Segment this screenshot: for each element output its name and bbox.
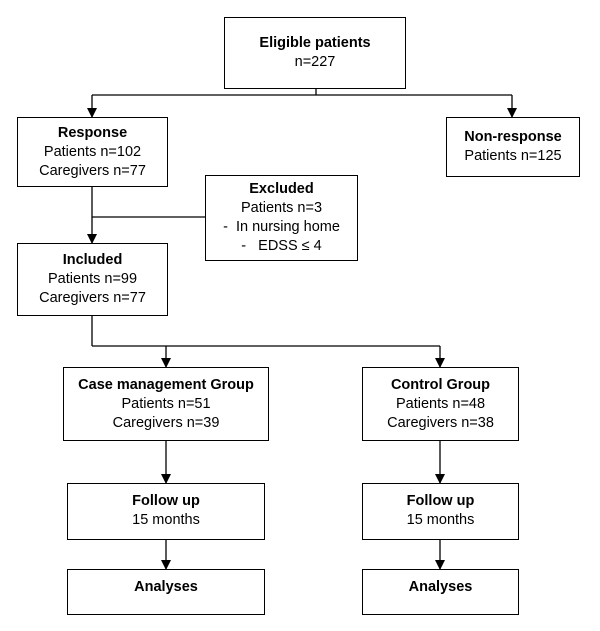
case-management-group-box: Case management Group Patients n=51 Care… — [63, 367, 269, 441]
non-response-title: Non-response — [464, 129, 562, 145]
followup-control-title: Follow up — [406, 493, 475, 509]
excluded-reason-edss: - EDSS ≤ 4 — [241, 238, 322, 254]
analyses-case-box: Analyses — [67, 569, 265, 615]
followup-control-box: Follow up 15 months — [362, 483, 519, 540]
followup-control-duration: 15 months — [406, 512, 475, 528]
included-caregivers: Caregivers n=77 — [39, 290, 146, 306]
analyses-control-box: Analyses — [362, 569, 519, 615]
analyses-control-title: Analyses — [408, 579, 473, 595]
followup-case-title: Follow up — [132, 493, 200, 509]
eligible-patients-count: n=227 — [294, 54, 336, 70]
included-title: Included — [62, 252, 123, 268]
included-box: Included Patients n=99 Caregivers n=77 — [17, 243, 168, 316]
followup-case-duration: 15 months — [132, 512, 200, 528]
analyses-case-title: Analyses — [134, 579, 198, 595]
control-title: Control Group — [390, 376, 491, 393]
eligible-patients-box: Eligible patients n=227 — [224, 17, 406, 89]
response-box: Response Patients n=102 Caregivers n=77 — [17, 117, 168, 187]
included-patients: Patients n=99 — [47, 271, 138, 287]
excluded-box: Excluded Patients n=3 - In nursing home … — [205, 175, 358, 261]
excluded-patients: Patients n=3 — [240, 200, 323, 216]
followup-case-box: Follow up 15 months — [67, 483, 265, 540]
response-title: Response — [57, 124, 128, 141]
case-management-title: Case management Group — [78, 376, 254, 393]
control-group-box: Control Group Patients n=48 Caregivers n… — [362, 367, 519, 441]
control-caregivers: Caregivers n=38 — [387, 414, 494, 431]
case-management-patients: Patients n=51 — [121, 395, 211, 412]
non-response-patients: Patients n=125 — [464, 148, 562, 164]
control-patients: Patients n=48 — [395, 395, 486, 412]
case-management-caregivers: Caregivers n=39 — [112, 414, 220, 431]
non-response-box: Non-response Patients n=125 — [446, 117, 580, 177]
excluded-title: Excluded — [249, 181, 314, 197]
excluded-reason-nursing-home: - In nursing home — [223, 219, 340, 235]
response-patients: Patients n=102 — [43, 143, 142, 160]
response-caregivers: Caregivers n=77 — [39, 162, 146, 179]
eligible-patients-title: Eligible patients — [259, 35, 371, 51]
